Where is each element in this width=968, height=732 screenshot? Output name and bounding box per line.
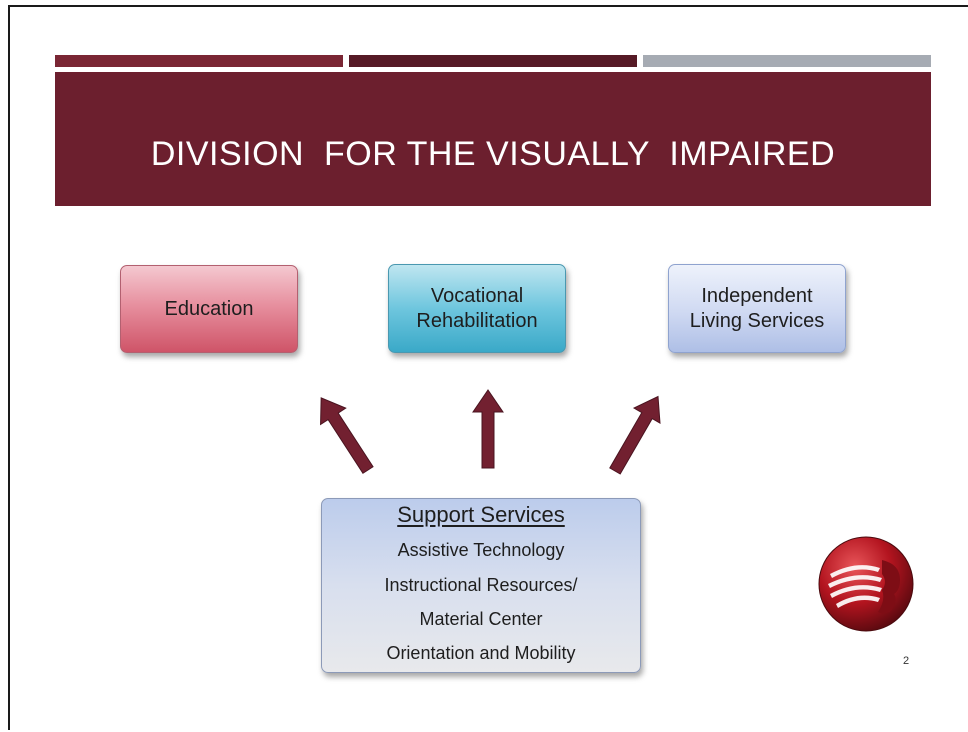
education-label: Education bbox=[164, 297, 254, 320]
arrow-right-icon bbox=[609, 395, 661, 475]
arrow-left-icon bbox=[320, 397, 374, 474]
vocational-rehabilitation-box: Vocational Rehabilitation bbox=[388, 264, 566, 353]
slide-title: DIVISION FOR THE VISUALLY IMPAIRED bbox=[150, 134, 836, 173]
division-logo-icon bbox=[818, 536, 914, 632]
independent-living-box: Independent Living Services bbox=[668, 264, 846, 353]
title-band: DIVISION FOR THE VISUALLY IMPAIRED bbox=[55, 72, 931, 206]
accent-strip-left bbox=[55, 55, 343, 67]
slide: DIVISION FOR THE VISUALLY IMPAIRED Educa… bbox=[8, 5, 968, 730]
independent-label-line1: Independent bbox=[701, 284, 813, 307]
arrow-center-icon bbox=[472, 389, 504, 469]
page-number: 2 bbox=[903, 655, 910, 667]
support-item: Material Center bbox=[419, 608, 543, 629]
support-services-box: Support Services Assistive Technology In… bbox=[321, 498, 641, 673]
support-item: Assistive Technology bbox=[397, 540, 565, 561]
support-services-heading: Support Services bbox=[397, 501, 565, 527]
education-box: Education bbox=[120, 265, 298, 353]
accent-strip-right bbox=[643, 55, 931, 67]
vocational-label-line1: Vocational bbox=[430, 284, 524, 307]
support-item: Instructional Resources/ bbox=[384, 574, 578, 595]
accent-strip-middle bbox=[349, 55, 637, 67]
independent-label-line2: Living Services bbox=[689, 309, 825, 332]
vocational-label-line2: Rehabilitation bbox=[416, 309, 538, 332]
support-item: Orientation and Mobility bbox=[386, 642, 576, 663]
